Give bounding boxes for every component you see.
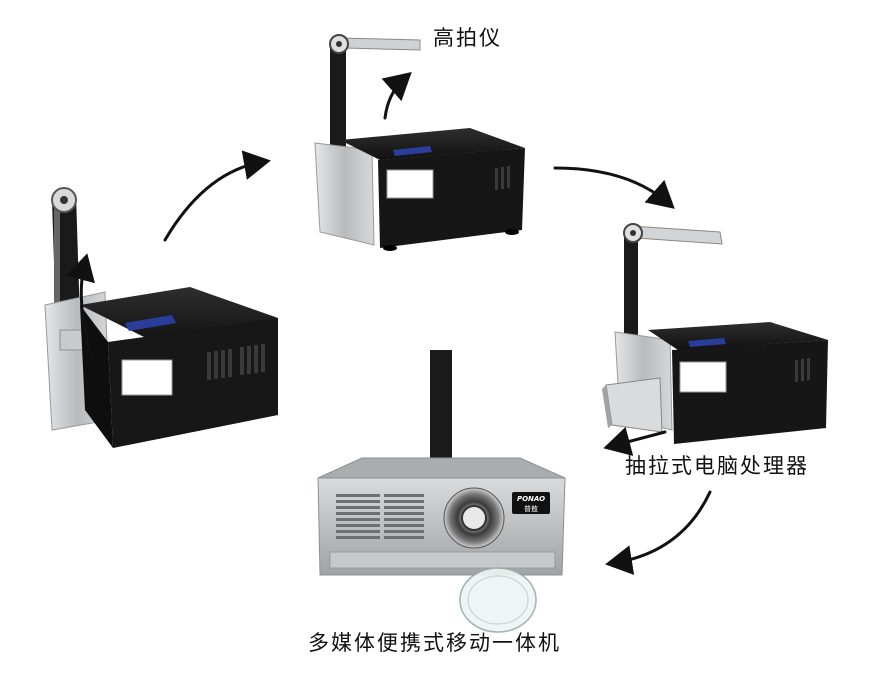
flow-arrows <box>65 72 712 575</box>
label-multimedia-unit: 多媒体便携式移动一体机 <box>308 631 561 655</box>
curved-arrow-icon <box>163 150 271 242</box>
brand-logo-text: PONAO <box>517 495 545 503</box>
label-drawer-computer: 抽拉式电脑处理器 <box>625 454 809 478</box>
device-left-black-unit <box>44 187 278 448</box>
curved-arrow-icon <box>65 253 95 360</box>
curved-arrow-icon <box>553 166 675 209</box>
curved-arrow-icon <box>603 426 667 456</box>
device-right-drawer-unit <box>602 223 828 444</box>
device-bottom-multimedia-unit: PONAO 普敖 <box>317 350 566 633</box>
label-document-camera: 高拍仪 <box>433 26 502 50</box>
curved-arrow-icon <box>605 490 712 575</box>
device-top-document-camera-unit <box>314 34 525 251</box>
brand-logo-subtext: 普敖 <box>524 504 538 513</box>
curved-arrow-icon <box>381 72 412 120</box>
